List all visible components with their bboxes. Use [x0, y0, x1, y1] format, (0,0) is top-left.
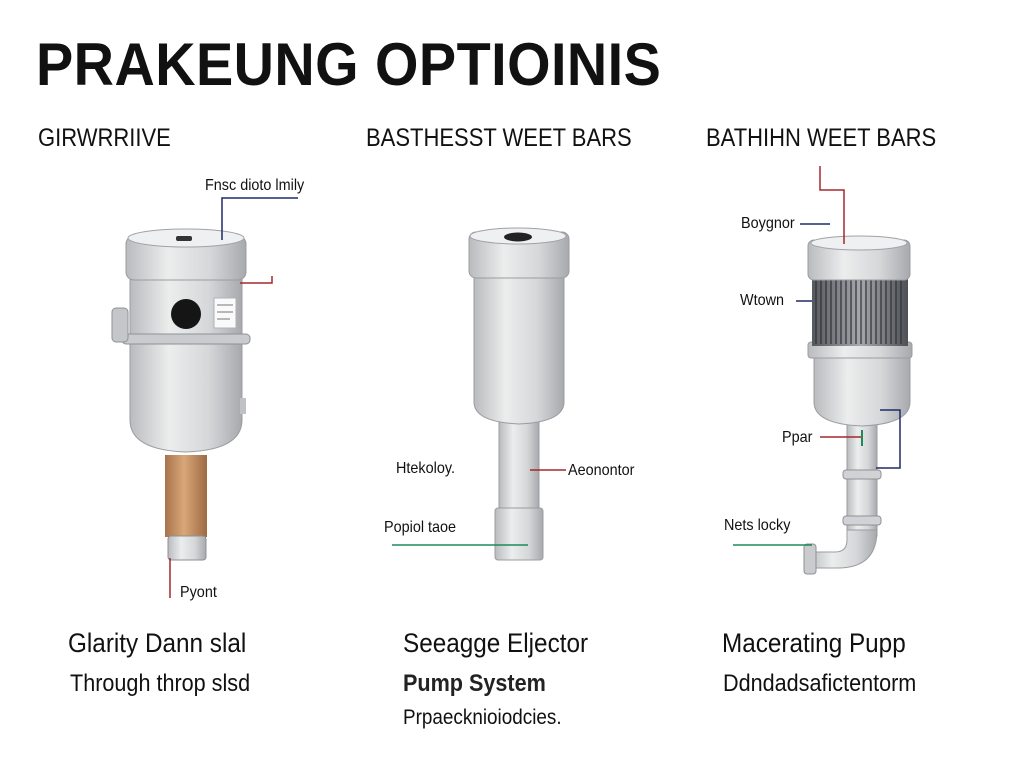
subcaption-gravity: Through throp slsd — [70, 670, 251, 697]
callout-label: Fnsc dioto lmily — [205, 177, 305, 194]
column-heading-gravity: GIRWRRIIVE — [38, 124, 171, 152]
callout-label: Pyont — [180, 584, 217, 601]
gravity-callout-lines — [169, 197, 298, 598]
page-title: PRAKEUNG OPTIOINIS — [36, 31, 662, 98]
callout-label: Htekoloy. — [396, 460, 455, 477]
gravity-drain-tank — [111, 228, 251, 561]
column-heading-macerating: BATHIHN WEET BARS — [706, 124, 937, 152]
macerating-pump — [803, 235, 913, 575]
caption-macerating: Macerating Pupp — [722, 628, 906, 658]
ejector-callout-lines — [392, 469, 566, 546]
callout-label: Aeonontor — [568, 462, 635, 479]
caption-gravity: Glarity Dann slal — [68, 628, 247, 658]
subcaption-ejector: Pump System — [403, 670, 546, 697]
callout-label: Ppar — [782, 429, 813, 446]
callout-label: Wtown — [740, 292, 785, 309]
column-heading-ejector: BASTHESST WEET BARS — [366, 124, 632, 152]
note-ejector: Prpaecknioiodcies. — [403, 706, 562, 729]
subcaption-macerating: Ddndadsafictentorm — [723, 670, 917, 697]
sewage-ejector-pump — [468, 227, 570, 561]
macerating-callout-lines — [733, 166, 901, 546]
callout-label: Nets locky — [724, 517, 791, 534]
callout-label: Popiol taoe — [384, 519, 457, 536]
callout-label: Boygnor — [741, 215, 795, 232]
caption-ejector: Seeagge Eljector — [403, 628, 589, 658]
